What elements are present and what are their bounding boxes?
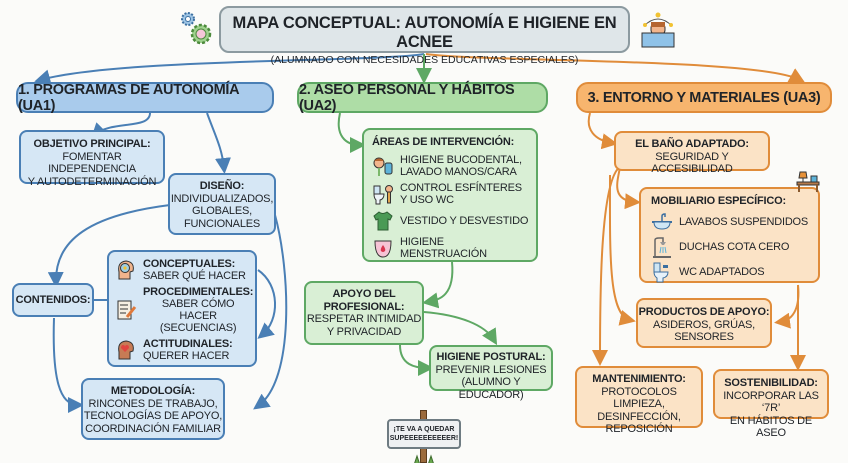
mantenimiento-box: MANTENIMIENTO: PROTOCOLOS LIMPIEZA, DESI…	[575, 366, 703, 435]
bano-adaptado-box: EL BAÑO ADAPTADO: SEGURIDAD Y ACCESIBILI…	[614, 131, 770, 175]
objetivo-principal-box: OBJETIVO PRINCIPAL: FOMENTAR INDEPENDENC…	[19, 130, 165, 188]
encouragement-sign: ¡TE VA A QUEDAR SUPEEEEEEEEEER!	[387, 419, 461, 449]
productos-apoyo-box: PRODUCTOS DE APOYO: ASIDEROS, GRÚAS, SEN…	[636, 298, 772, 348]
sostenibilidad-box: SOSTENIBILIDAD: INCORPORAR LAS ‘7R’ EN H…	[713, 369, 829, 439]
metodologia-box: METODOLOGÍA: RINCONES DE TRABAJO, TECNOL…	[81, 378, 225, 440]
checklist-pencil-icon	[115, 299, 137, 321]
area-item: HIGIENE BUCODENTAL,LAVADO MANOS/CARA	[372, 154, 532, 178]
contenidos-tipos-box: CONCEPTUALES:SABER QUÉ HACER PROCEDIMENT…	[107, 250, 257, 367]
page-subtitle: (ALUMNADO CON NECESIDADES EDUCATIVAS ESP…	[270, 54, 579, 66]
contenido-procedimental: PROCEDIMENTALES:SABER CÓMO HACER(SECUENC…	[115, 286, 253, 334]
shower-icon	[651, 236, 673, 258]
mobiliario-item: DUCHAS COTA CERO	[651, 236, 814, 258]
apoyo-profesional-box: APOYO DEL PROFESIONAL: RESPETAR INTIMIDA…	[304, 281, 424, 345]
higiene-postural-box: HIGIENE POSTURAL: PREVENIR LESIONES (ALU…	[429, 345, 553, 401]
menstrual-pad-icon	[372, 237, 394, 259]
title-box: MAPA CONCEPTUAL: AUTONOMÍA E HIGIENE EN …	[219, 6, 630, 66]
contenidos-box: CONTENIDOS:	[12, 283, 94, 317]
toilet-icon	[372, 183, 394, 205]
areas-intervencion-box: ÁREAS DE INTERVENCIÓN: HIGIENE BUCODENTA…	[362, 128, 538, 262]
toothbrush-handwash-icon	[372, 155, 394, 177]
grass-icon	[412, 452, 436, 463]
desk-lamp-icon	[796, 170, 820, 192]
header-ua2: 2. ASEO PERSONAL Y HÁBITOS (UA2)	[297, 82, 548, 114]
contenido-actitudinal: ACTITUDINALES:QUERER HACER	[115, 338, 251, 362]
area-item: VESTIDO Y DESVESTIDO	[372, 210, 532, 232]
header-ua3: 3. ENTORNO Y MATERIALES (UA3)	[576, 82, 832, 113]
header-ua1: 1. PROGRAMAS DE AUTONOMÍA (UA1)	[16, 82, 274, 114]
sink-icon	[651, 211, 673, 233]
diseno-box: DISEÑO: INDIVIDUALIZADOS, GLOBALES, FUNC…	[168, 173, 276, 235]
area-item: HIGIENE MENSTRUACIÓN	[372, 236, 532, 260]
shirt-icon	[372, 210, 394, 232]
mobiliario-especifico-box: MOBILIARIO ESPECÍFICO: LAVABOS SUSPENDID…	[639, 187, 820, 283]
page-title: MAPA CONCEPTUAL: AUTONOMÍA E HIGIENE EN …	[232, 14, 617, 51]
mobiliario-item: WC ADAPTADOS	[651, 261, 814, 283]
head-heart-icon	[115, 339, 137, 361]
student-desk-stars-icon	[638, 10, 678, 50]
gears-person-icon	[178, 10, 214, 46]
mobiliario-item: LAVABOS SUSPENDIDOS	[651, 211, 814, 233]
brain-lightbulb-icon	[115, 259, 137, 281]
contenido-conceptual: CONCEPTUALES:SABER QUÉ HACER	[115, 258, 251, 282]
toilet-icon	[651, 261, 673, 283]
